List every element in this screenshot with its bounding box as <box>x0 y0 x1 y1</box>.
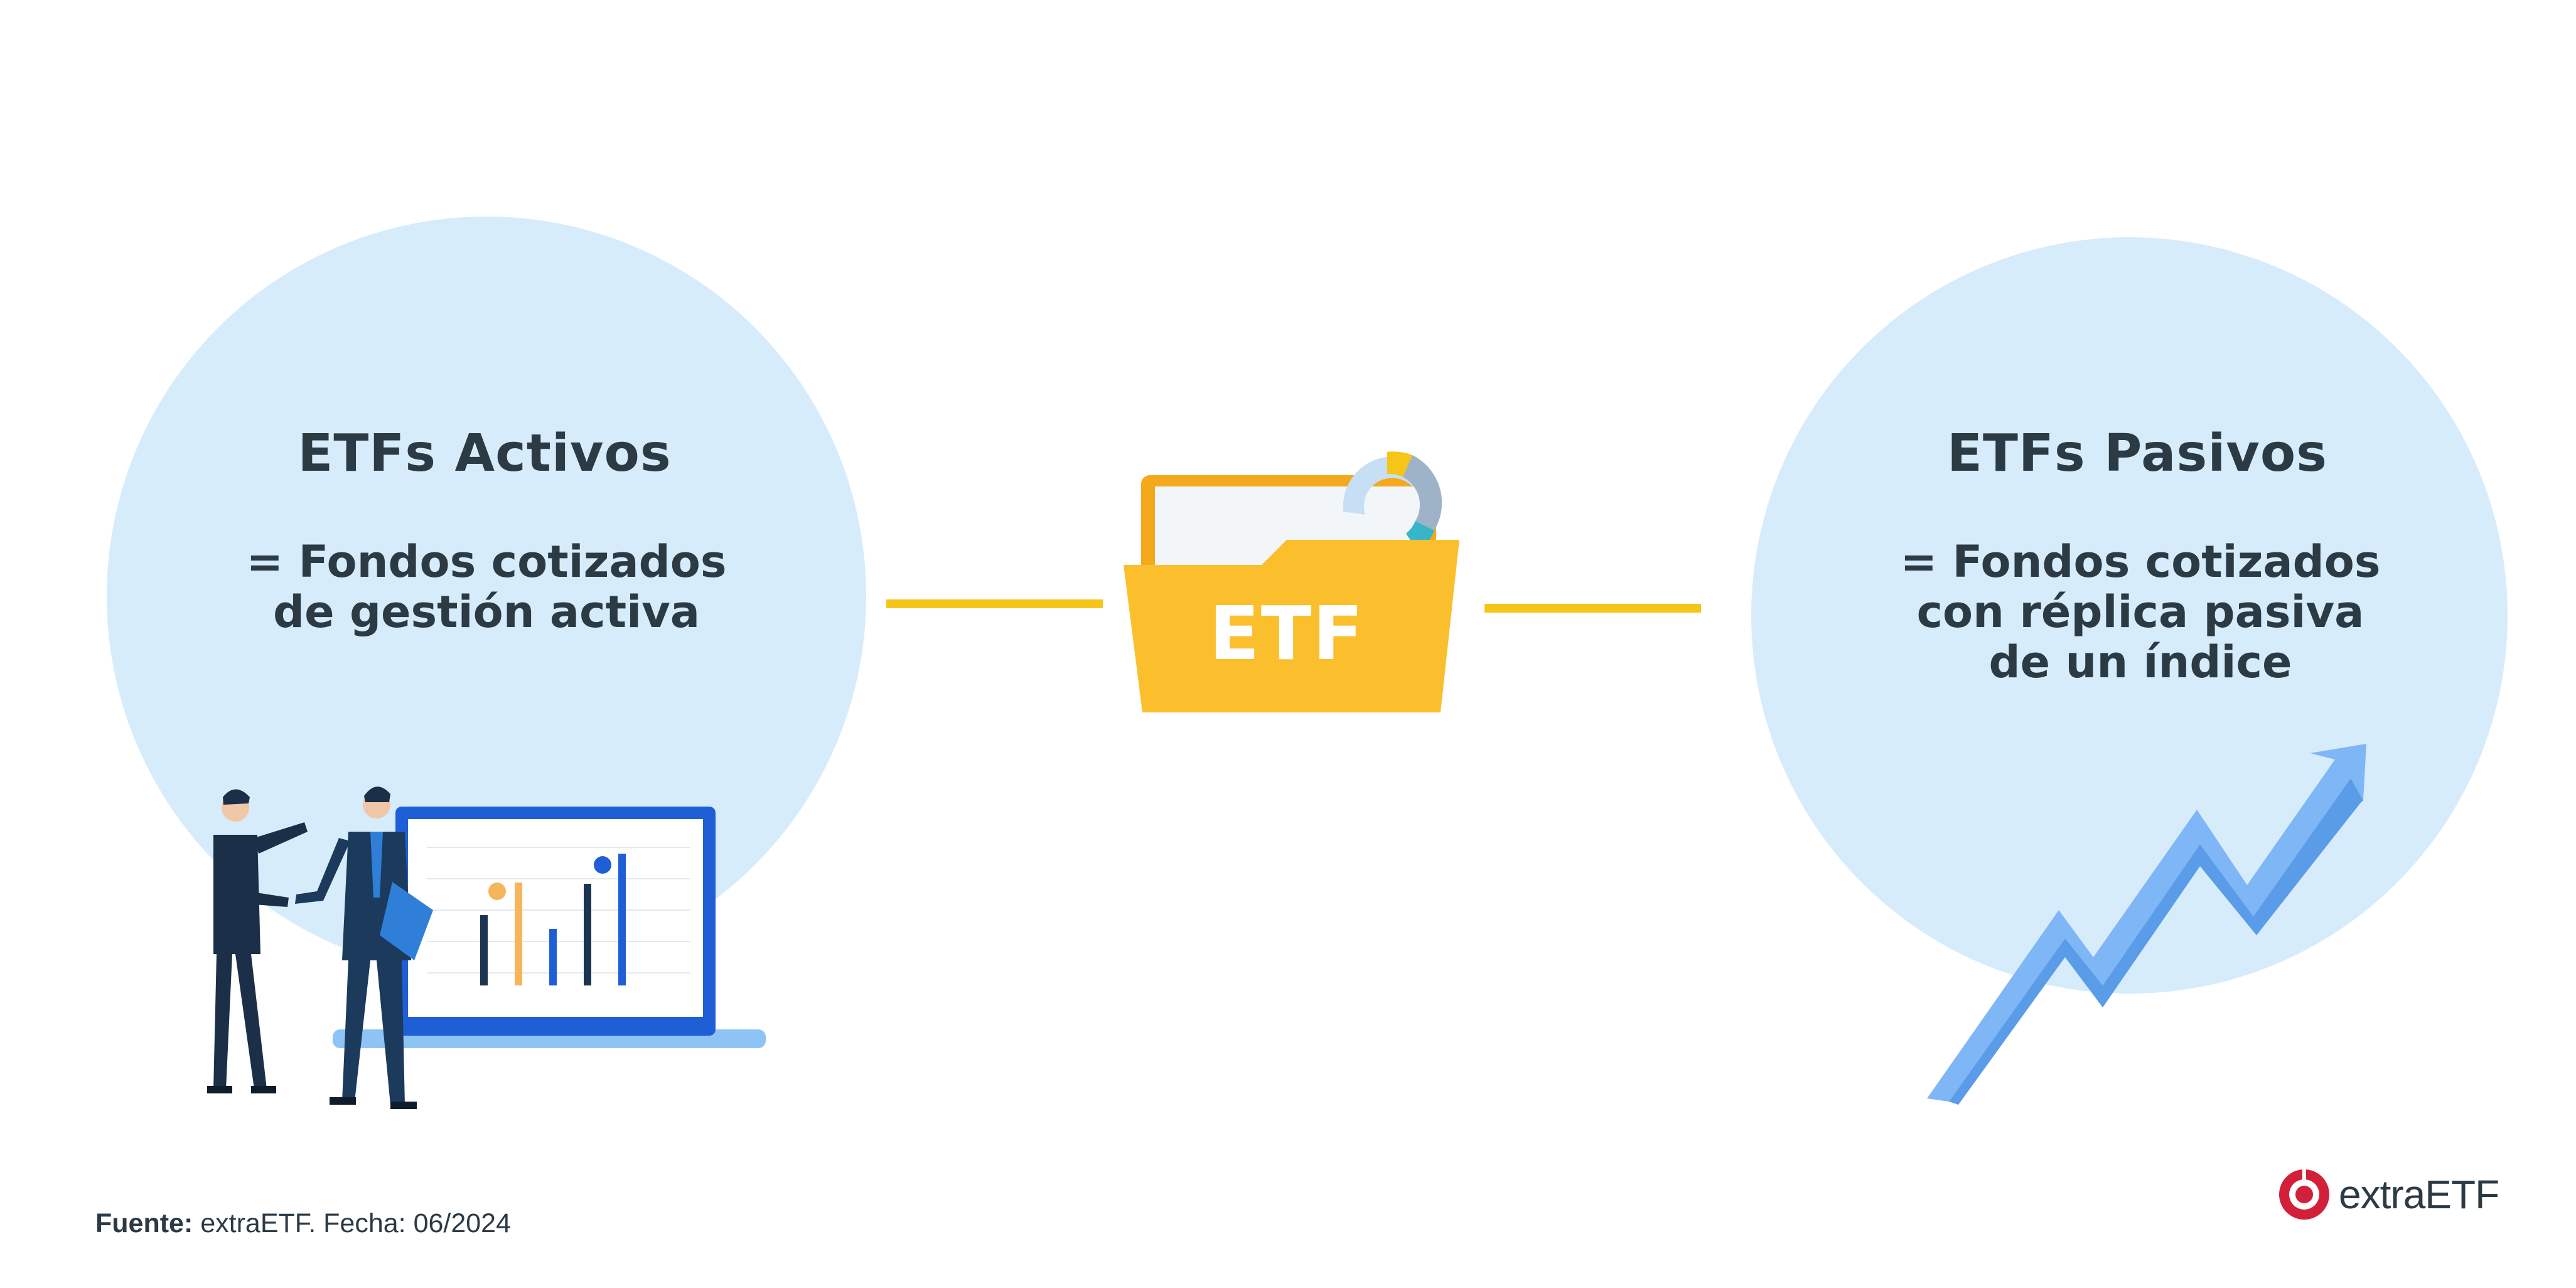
etf-folder-label: ETF <box>1209 590 1365 677</box>
passive-etf-circle <box>1751 237 2508 994</box>
extraetf-logo-icon <box>2279 1169 2329 1220</box>
passive-etf-title: ETFs Pasivos <box>1946 424 2328 483</box>
connector-line-right <box>1484 604 1701 613</box>
growth-arrow-icon <box>1927 744 2366 1105</box>
source-note: Fuente: extraETF. Fecha: 06/2024 <box>95 1208 511 1239</box>
active-etf-title: ETFs Activos <box>298 424 672 483</box>
source-label: Fuente: <box>95 1208 193 1238</box>
source-text: extraETF. Fecha: 06/2024 <box>200 1208 512 1238</box>
brand-name: extraETF <box>2339 1172 2499 1217</box>
active-etf-description: = Fondos cotizados de gestión activa <box>246 536 727 638</box>
etf-folder-icon <box>1124 451 1459 712</box>
passive-etf-description: = Fondos cotizados con réplica pasiva de… <box>1900 536 2381 688</box>
connector-line-left <box>886 599 1103 608</box>
business-handshake-laptop-illustration <box>207 786 766 1109</box>
brand-logo: extraETF <box>2277 1166 2499 1223</box>
